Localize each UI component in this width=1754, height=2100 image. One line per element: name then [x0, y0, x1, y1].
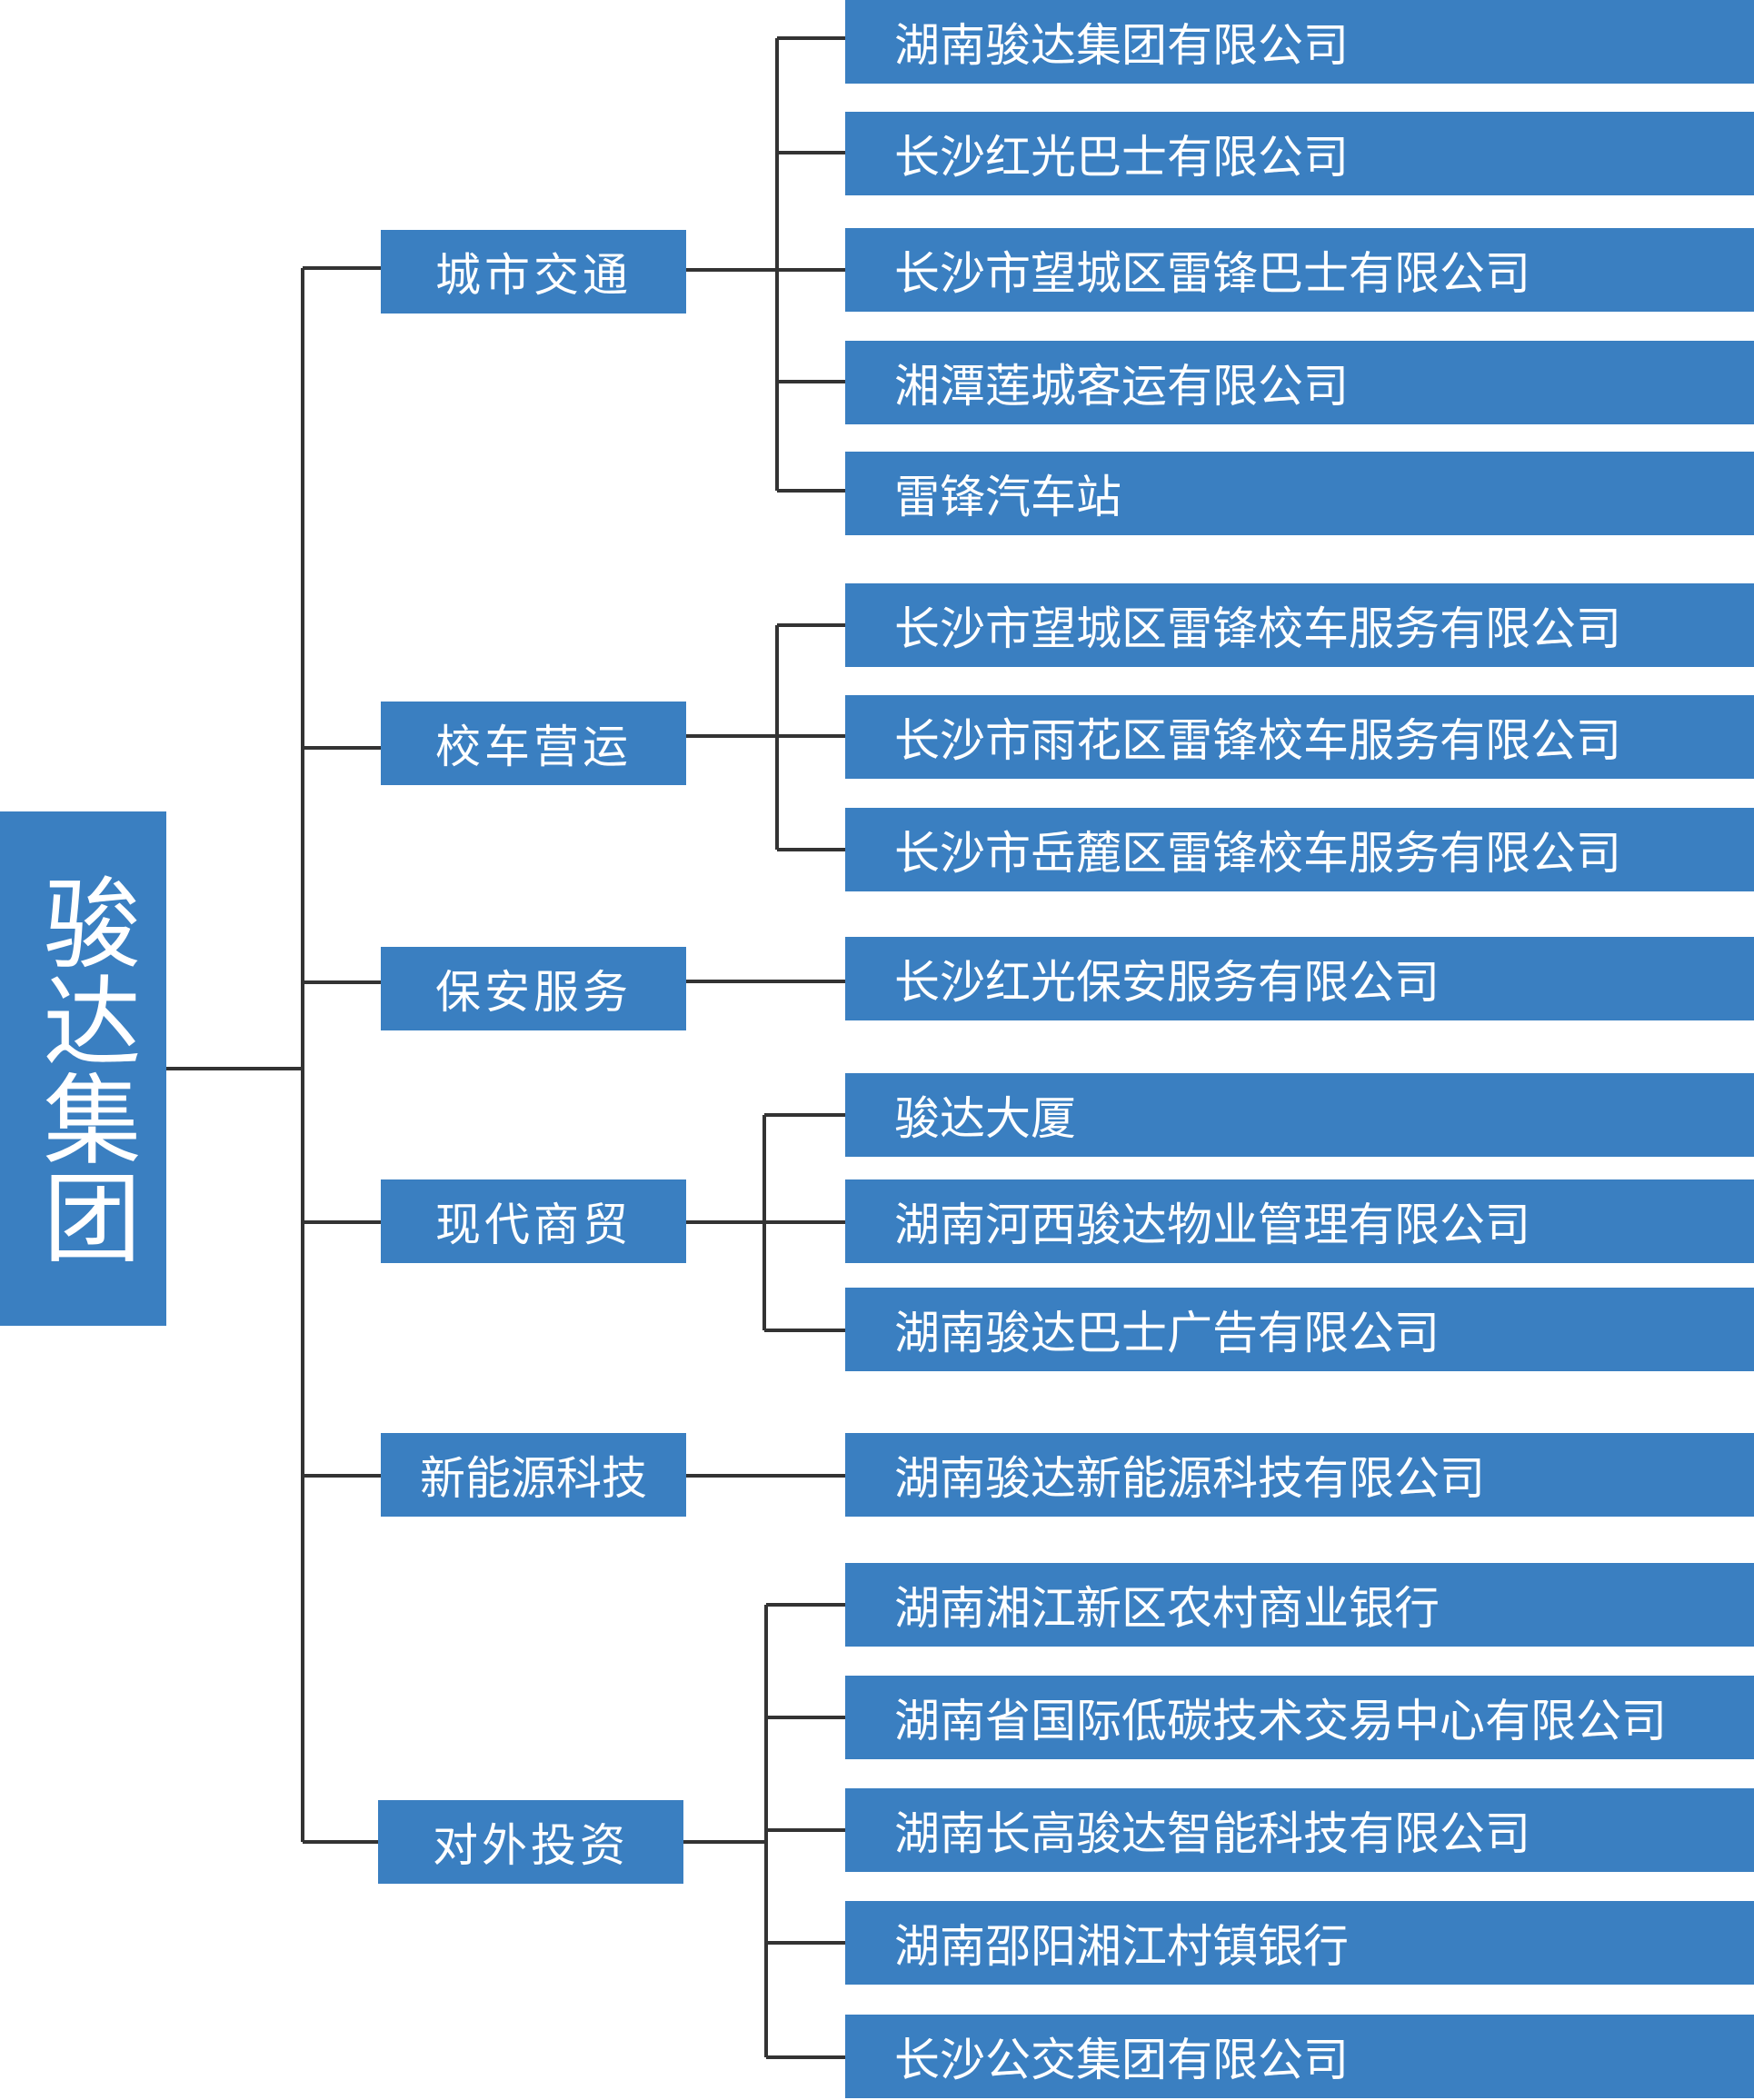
category-label: 校车营运: [435, 721, 632, 773]
entity-label: 长沙市岳麓区雷锋校车服务有限公司: [894, 827, 1621, 880]
entity-label: 长沙市望城区雷锋校车服务有限公司: [894, 602, 1621, 655]
entity-label: 湖南长高骏达智能科技有限公司: [894, 1807, 1530, 1860]
root-label: 骏达集团: [26, 872, 141, 1265]
entity-node: 长沙市雨花区雷锋校车服务有限公司: [845, 695, 1754, 779]
entity-node: 湖南湘江新区农村商业银行: [845, 1563, 1754, 1647]
category-node: 保安服务: [381, 947, 686, 1030]
entity-label: 湘潭莲城客运有限公司: [894, 360, 1349, 413]
entity-label: 湖南邵阳湘江村镇银行: [894, 1920, 1349, 1973]
entity-label: 长沙市雨花区雷锋校车服务有限公司: [894, 714, 1621, 767]
entity-node: 长沙市望城区雷锋巴士有限公司: [845, 228, 1754, 312]
category-node: 新能源科技: [381, 1433, 686, 1517]
entity-node: 长沙市望城区雷锋校车服务有限公司: [845, 583, 1754, 667]
category-label: 保安服务: [435, 966, 632, 1019]
entity-label: 湖南湘江新区农村商业银行: [894, 1582, 1440, 1635]
entity-label: 湖南骏达巴士广告有限公司: [894, 1307, 1440, 1359]
entity-node: 湖南省国际低碳技术交易中心有限公司: [845, 1676, 1754, 1759]
entity-label: 雷锋汽车站: [894, 471, 1121, 523]
entity-node: 骏达大厦: [845, 1073, 1754, 1157]
entity-node: 长沙市岳麓区雷锋校车服务有限公司: [845, 808, 1754, 891]
entity-node: 长沙公交集团有限公司: [845, 2015, 1754, 2098]
entity-node: 湖南骏达新能源科技有限公司: [845, 1433, 1754, 1517]
entity-node: 湖南邵阳湘江村镇银行: [845, 1901, 1754, 1985]
entity-label: 长沙市望城区雷锋巴士有限公司: [894, 247, 1530, 300]
entity-label: 湖南省国际低碳技术交易中心有限公司: [894, 1695, 1667, 1747]
category-node: 现代商贸: [381, 1179, 686, 1263]
entity-node: 湖南骏达巴士广告有限公司: [845, 1288, 1754, 1371]
entity-node: 湖南长高骏达智能科技有限公司: [845, 1788, 1754, 1872]
entity-label: 湖南骏达集团有限公司: [894, 19, 1349, 72]
category-node: 校车营运: [381, 702, 686, 785]
entity-label: 湖南河西骏达物业管理有限公司: [894, 1199, 1530, 1251]
category-label: 城市交通: [435, 249, 632, 302]
entity-label: 骏达大厦: [894, 1092, 1076, 1145]
category-label: 对外投资: [433, 1819, 629, 1872]
entity-label: 长沙红光保安服务有限公司: [894, 956, 1440, 1009]
entity-node: 长沙红光巴士有限公司: [845, 112, 1754, 195]
entity-node: 湖南河西骏达物业管理有限公司: [845, 1179, 1754, 1263]
category-label: 新能源科技: [420, 1452, 647, 1505]
entity-label: 长沙红光巴士有限公司: [894, 131, 1349, 184]
entity-node: 湘潭莲城客运有限公司: [845, 341, 1754, 424]
entity-node: 湖南骏达集团有限公司: [845, 0, 1754, 84]
category-label: 现代商贸: [435, 1199, 632, 1251]
category-node: 城市交通: [381, 230, 686, 314]
entity-label: 长沙公交集团有限公司: [894, 2034, 1349, 2086]
entity-label: 湖南骏达新能源科技有限公司: [894, 1452, 1485, 1505]
category-node: 对外投资: [378, 1800, 683, 1884]
entity-node: 长沙红光保安服务有限公司: [845, 937, 1754, 1020]
entity-node: 雷锋汽车站: [845, 452, 1754, 535]
root-node: 骏达集团: [0, 811, 166, 1326]
